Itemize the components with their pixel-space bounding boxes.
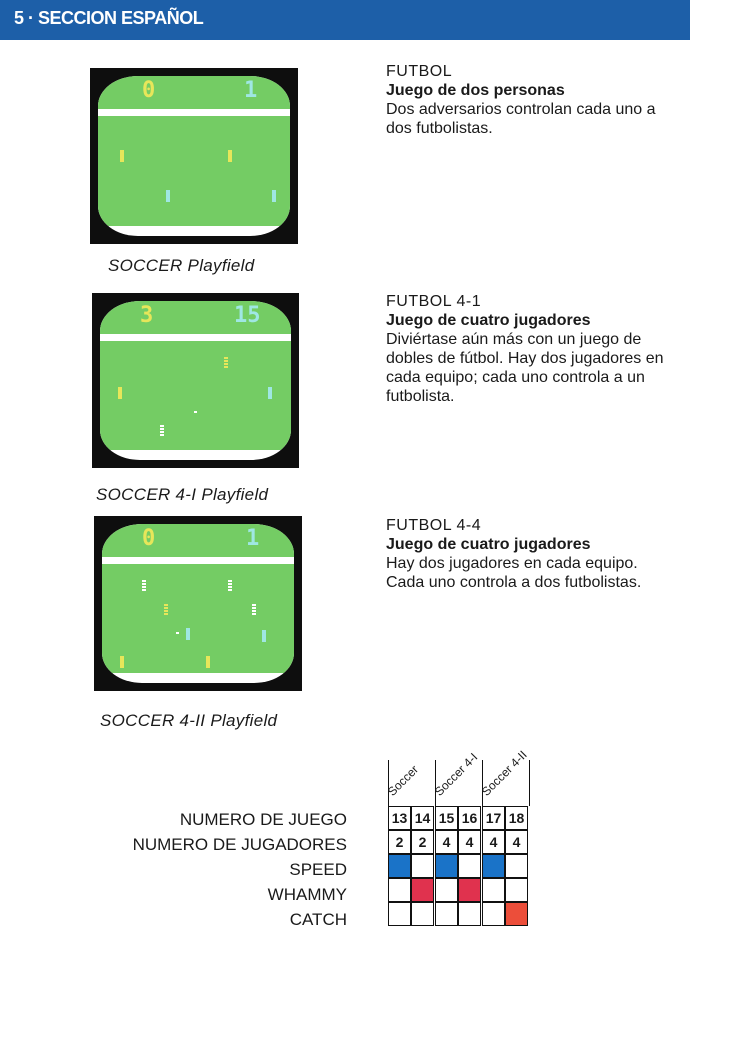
player (186, 628, 190, 640)
game-subtitle: Juego de dos personas (386, 82, 565, 99)
game-title: FUTBOL 4-4 (386, 517, 482, 534)
player (142, 580, 146, 592)
players-cell: 4 (482, 830, 505, 854)
row-label-whammy: WHAMMY (267, 885, 347, 904)
catch-cell-off (482, 902, 505, 926)
playfield: 0 1 (98, 76, 290, 236)
whammy-cell-off (505, 878, 528, 902)
catch-cell-on (505, 902, 528, 926)
playfield: 0 1 (102, 524, 294, 683)
score-right: 1 (244, 78, 258, 103)
game-subtitle: Juego de cuatro jugadores (386, 312, 591, 329)
whammy-cell-on (411, 878, 434, 902)
soccer-4-1-playfield-screen: 3 15 (92, 293, 299, 468)
player (268, 387, 272, 399)
score-left: 0 (142, 78, 156, 103)
speed-cell-off (411, 854, 434, 878)
catch-cell-off (411, 902, 434, 926)
speed-cell-off (458, 854, 481, 878)
section-title: 5 · SECCION ESPAÑOL (14, 8, 204, 28)
column-group-soccer: Soccer (384, 762, 422, 799)
player (120, 656, 124, 668)
game-number-cell: 15 (435, 806, 458, 830)
player (120, 150, 124, 162)
game-title: FUTBOL 4-1 (386, 293, 482, 310)
players-cell: 4 (505, 830, 528, 854)
score-right: 1 (246, 526, 260, 551)
game-description: FUTBOL Juego de dos personas Dos adversa… (386, 62, 686, 138)
game-subtitle: Juego de cuatro jugadores (386, 536, 591, 553)
soccer-4-2-playfield-screen: 0 1 (94, 516, 302, 691)
row-label-game-number: NUMERO DE JUEGO (179, 810, 347, 829)
player (160, 425, 164, 437)
players-cell: 4 (458, 830, 481, 854)
row-label-players: NUMERO DE JUGADORES (132, 835, 347, 854)
game-title: FUTBOL (386, 63, 453, 80)
players-cell: 4 (435, 830, 458, 854)
playfield-caption: SOCCER 4-I Playfield (96, 485, 269, 504)
playfield-caption: SOCCER Playfield (108, 256, 255, 275)
section-header: 5 · SECCION ESPAÑOL (0, 0, 690, 40)
player (272, 190, 276, 202)
playfield-caption: SOCCER 4-II Playfield (100, 711, 278, 730)
players-cell: 2 (388, 830, 411, 854)
score-left: 0 (142, 526, 156, 551)
catch-cell-off (458, 902, 481, 926)
speed-cell-off (505, 854, 528, 878)
game-body: Hay dos jugadores en cada equipo. Cada u… (386, 555, 642, 591)
player (262, 630, 266, 642)
game-body: Dos adversarios controlan cada uno a dos… (386, 101, 656, 137)
speed-cell-on (482, 854, 505, 878)
whammy-cell-on (458, 878, 481, 902)
catch-cell-off (388, 902, 411, 926)
game-description: FUTBOL 4-1 Juego de cuatro jugadores Div… (386, 292, 686, 406)
row-label-catch: CATCH (289, 910, 347, 929)
soccer-playfield-screen: 0 1 (90, 68, 298, 244)
ball (176, 632, 179, 634)
game-body: Diviértase aún más con un juego de doble… (386, 331, 664, 405)
game-number-cell: 16 (458, 806, 481, 830)
game-number-cell: 14 (411, 806, 434, 830)
whammy-cell-off (435, 878, 458, 902)
whammy-cell-off (388, 878, 411, 902)
game-number-cell: 17 (482, 806, 505, 830)
player (228, 580, 232, 592)
column-group-soccer-4-1: Soccer 4-I (431, 750, 481, 799)
game-description: FUTBOL 4-4 Juego de cuatro jugadores Hay… (386, 516, 686, 592)
game-number-cell: 13 (388, 806, 411, 830)
player (252, 604, 256, 616)
score-right: 15 (234, 303, 261, 328)
players-cell: 2 (411, 830, 434, 854)
player (166, 190, 170, 202)
row-label-speed: SPEED (289, 860, 347, 879)
player (224, 357, 228, 369)
speed-cell-on (435, 854, 458, 878)
player (118, 387, 122, 399)
score-left: 3 (140, 303, 154, 328)
player (206, 656, 210, 668)
player (164, 604, 168, 616)
speed-cell-on (388, 854, 411, 878)
column-group-soccer-4-2: Soccer 4-II (478, 747, 530, 799)
playfield: 3 15 (100, 301, 291, 460)
whammy-cell-off (482, 878, 505, 902)
catch-cell-off (435, 902, 458, 926)
game-number-cell: 18 (505, 806, 528, 830)
ball (194, 411, 197, 413)
player (228, 150, 232, 162)
